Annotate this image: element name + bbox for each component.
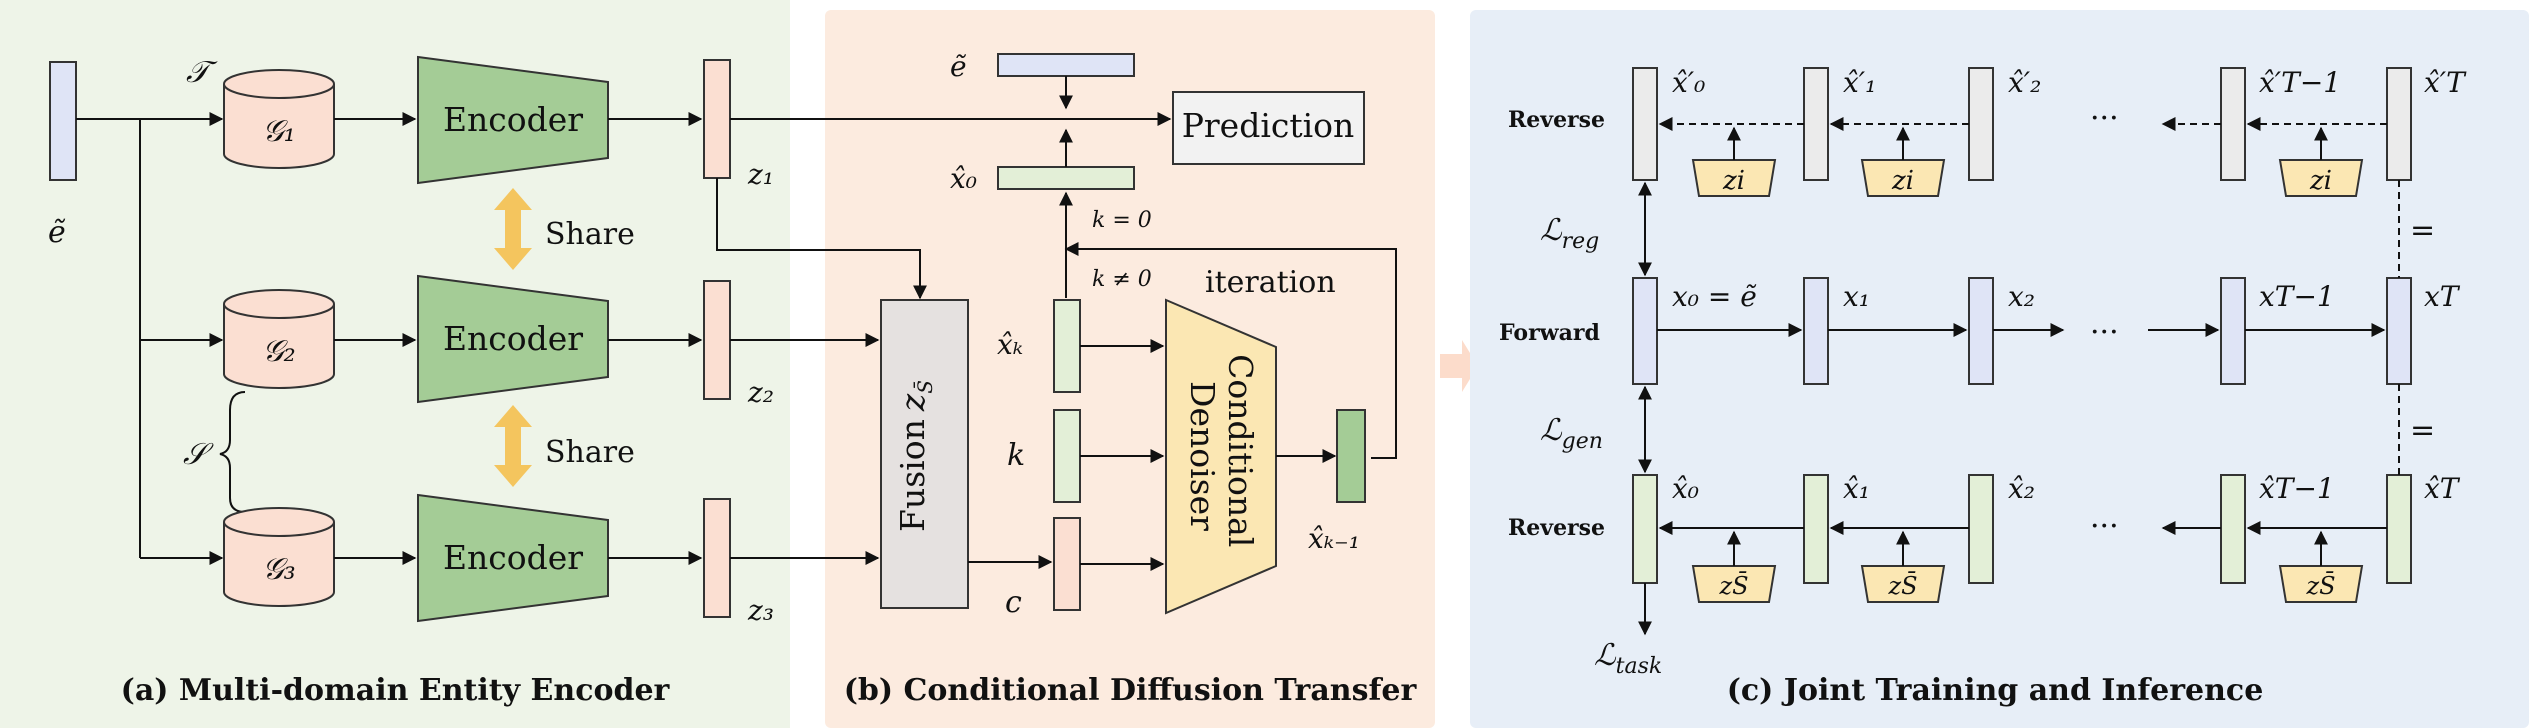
input-branch-lines	[76, 112, 224, 565]
panel-a-caption: (a) Multi-domain Entity Encoder	[121, 673, 671, 708]
top-row-vectors	[1632, 67, 2412, 181]
inputs-to-denoiser-arrows	[1080, 339, 1165, 571]
z3-vector	[703, 498, 731, 618]
svg-text:Encoder: Encoder	[443, 319, 583, 358]
svg-text:zS̄: zS̄	[1887, 572, 1917, 600]
equals-top: =	[2410, 213, 2435, 248]
graph-cylinder-1: 𝒢₁	[223, 69, 335, 169]
row-label-forward: Forward	[1499, 320, 1600, 346]
svg-text:Share: Share	[545, 217, 635, 252]
svg-text:x̂′₂: x̂′₂	[2008, 66, 2041, 99]
encoder-2: Encoder	[417, 274, 609, 404]
input-entity-vector	[49, 61, 77, 181]
graph-to-encoder-arrows	[334, 112, 417, 565]
svg-text:𝒢₃: 𝒢₃	[262, 552, 295, 587]
panel-c-caption: (c) Joint Training and Inference	[1727, 673, 2264, 708]
svg-text:x₁: x₁	[1843, 280, 1870, 313]
svg-text:Encoder: Encoder	[443, 100, 583, 139]
svg-text:x₂: x₂	[2008, 280, 2035, 313]
conditional-denoiser: Conditional Denoiser	[1165, 298, 1277, 615]
bottom-row-ellipsis: ···	[2090, 509, 2119, 544]
svg-text:x̂′₁: x̂′₁	[1843, 66, 1876, 99]
x0-hat-vector	[997, 166, 1135, 190]
xk-hat-vector	[1053, 299, 1081, 393]
transition-arrow	[1440, 340, 1478, 392]
bottom-row-labels: x̂₀ x̂₁ x̂₂ x̂T−1 x̂T	[1672, 472, 2461, 505]
svg-text:x̂₁: x̂₁	[1843, 472, 1870, 505]
svg-text:x̂₂: x̂₂	[2008, 472, 2035, 505]
fusion-box: FusionzS̄	[880, 299, 969, 609]
z1-label: z₁	[747, 158, 774, 191]
prediction-label: Prediction	[1182, 106, 1355, 145]
k-nonzero-label: k ≠ 0	[1092, 267, 1152, 292]
panel-a-background	[0, 0, 790, 728]
input-entity-label: ẽ	[48, 215, 66, 250]
svg-text:x̂T−1: x̂T−1	[2259, 472, 2335, 505]
graph-cylinder-2: 𝒢₂	[223, 289, 335, 389]
xk1-hat-label: x̂ₖ₋₁	[1308, 522, 1360, 555]
graph-cylinder-3: 𝒢₃	[223, 507, 335, 607]
z3-label: z₃	[747, 594, 774, 627]
svg-text:zi: zi	[1722, 166, 1745, 196]
panel-b-entity-label: ẽ	[950, 50, 967, 83]
svg-text:x̂′T: x̂′T	[2424, 66, 2467, 99]
row-label-reverse-bottom: Reverse	[1508, 515, 1605, 541]
share-arrow-2: Share	[494, 405, 635, 487]
svg-text:x̂₀: x̂₀	[1672, 472, 1699, 505]
svg-text:zS̄: zS̄	[1718, 572, 1748, 600]
encoder-1: Encoder	[417, 55, 609, 185]
z1-vector	[703, 59, 731, 179]
z1-to-fusion-line	[716, 178, 927, 300]
svg-text:xT−1: xT−1	[2259, 280, 2335, 313]
top-row-ellipsis: ···	[2090, 101, 2119, 136]
svg-text:x̂′T−1: x̂′T−1	[2259, 66, 2341, 99]
panel-b-caption: (b) Conditional Diffusion Transfer	[844, 673, 1418, 708]
svg-text:zi: zi	[2309, 166, 2332, 196]
xk-hat-label: x̂ₖ	[997, 328, 1023, 361]
c-label: c	[1005, 585, 1022, 620]
row-label-reverse-top: Reverse	[1508, 107, 1605, 133]
z2-label: z₂	[747, 376, 774, 409]
panel-c-background	[1470, 10, 2529, 728]
panel-b-background	[825, 10, 1435, 728]
svg-text:xT: xT	[2424, 280, 2461, 313]
set-S-brace	[219, 391, 246, 513]
iteration-loop	[1064, 242, 1397, 459]
iteration-label: iteration	[1205, 265, 1336, 300]
xk1-hat-vector	[1336, 409, 1366, 503]
z2-vector	[703, 280, 731, 400]
svg-text:𝒢₁: 𝒢₁	[262, 114, 295, 149]
bottom-condition-arrows	[1727, 530, 2328, 566]
svg-text:Share: Share	[545, 435, 635, 470]
svg-text:x₀ = ẽ: x₀ = ẽ	[1672, 280, 1757, 313]
svg-text:x̂T: x̂T	[2424, 472, 2461, 505]
k-zero-label: k = 0	[1092, 208, 1152, 233]
c-vector	[1053, 517, 1081, 611]
k-label: k	[1007, 438, 1025, 473]
svg-text:Conditional Denoiser: Conditional Denoiser	[1183, 354, 1260, 558]
encoder-to-z-arrows	[608, 112, 703, 565]
svg-text:𝒢₂: 𝒢₂	[262, 334, 295, 369]
middle-row-ellipsis: ···	[2090, 315, 2119, 350]
middle-row-vectors	[1632, 277, 2412, 385]
x0-hat-label: x̂₀	[950, 162, 977, 195]
bottom-condition-boxes: zS̄ zS̄ zS̄	[1691, 565, 2364, 603]
svg-text:zS̄: zS̄	[2305, 572, 2335, 600]
top-row-labels: x̂′₀ x̂′₁ x̂′₂ x̂′T−1 x̂′T	[1672, 66, 2467, 99]
share-arrow-1: Share	[494, 188, 635, 270]
svg-text:x̂′₀: x̂′₀	[1672, 66, 1705, 99]
panel-b-entity-vector	[997, 53, 1135, 77]
equals-bottom: =	[2410, 413, 2435, 448]
svg-text:zi: zi	[1891, 166, 1914, 196]
prediction-box	[1172, 91, 1365, 165]
middle-row-labels: x₀ = ẽ x₁ x₂ xT−1 xT	[1672, 280, 2461, 313]
svg-text:FusionzS̄: FusionzS̄	[893, 380, 937, 532]
top-condition-arrows	[1727, 126, 2328, 160]
svg-text:Encoder: Encoder	[443, 538, 583, 577]
top-condition-boxes: zi zi zi	[1691, 159, 2364, 197]
k-vector	[1053, 409, 1081, 503]
encoder-3: Encoder	[417, 493, 609, 623]
